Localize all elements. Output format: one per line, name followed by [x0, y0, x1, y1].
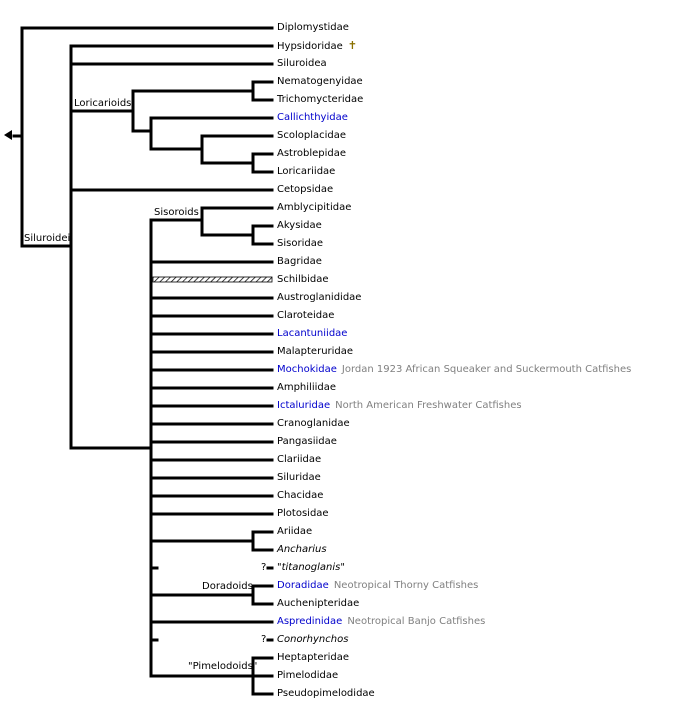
taxon-row: Loricariidae	[277, 165, 335, 179]
taxon-label: Scoloplacidae	[277, 130, 347, 141]
taxon-label: Diplomystidae	[277, 22, 349, 33]
taxon-label: Bagridae	[277, 256, 322, 267]
taxon-label: Malapteruridae	[277, 346, 354, 357]
clade-label-doradoids: Doradoids	[202, 581, 253, 592]
uncertain-placement-mark: ?	[261, 562, 267, 573]
taxon-link[interactable]: Callichthyidae	[277, 112, 348, 123]
taxon-label: Auchenipteridae	[277, 598, 360, 609]
collapse-arrow-icon[interactable]	[4, 130, 12, 140]
taxon-label: Astroblepidae	[277, 148, 347, 159]
taxon-row: Clariidae	[277, 453, 321, 467]
taxon-label: Pimelodidae	[277, 670, 339, 681]
taxon-row: Siluroidea	[277, 57, 327, 71]
taxon-row: Schilbidae	[277, 273, 329, 287]
taxon-row[interactable]: Callichthyidae	[277, 111, 348, 125]
taxon-row: Amblycipitidae	[277, 201, 351, 215]
clade-label-siluroidei: Siluroidei	[24, 233, 71, 244]
taxon-link[interactable]: Lacantuniidae	[277, 328, 348, 339]
taxon-link[interactable]: Ictaluridae	[277, 400, 331, 411]
clade-label-loricarioids: Loricarioids	[74, 98, 132, 109]
taxon-row: Akysidae	[277, 219, 322, 233]
taxon-row: Bagridae	[277, 255, 322, 269]
taxon-row: Ariidae	[277, 525, 312, 539]
taxon-label: Amphiliidae	[277, 382, 337, 393]
taxon-label: Cranoglanidae	[277, 418, 350, 429]
taxon-row: Sisoridae	[277, 237, 323, 251]
taxon-label: Ariidae	[277, 526, 313, 537]
taxon-label: Sisoridae	[277, 238, 323, 249]
taxon-link[interactable]: Doradidae	[277, 580, 329, 591]
taxon-row: Claroteidae	[277, 309, 334, 323]
taxon-row: Scoloplacidae	[277, 129, 346, 143]
taxon-row: Amphiliidae	[277, 381, 336, 395]
taxon-row[interactable]: Lacantuniidae	[277, 327, 347, 341]
taxon-description: North American Freshwater Catfishes	[335, 400, 522, 411]
taxon-label: Pangasiidae	[277, 436, 337, 447]
taxon-label: Siluridae	[277, 472, 321, 483]
taxon-label: Trichomycteridae	[277, 94, 364, 105]
taxon-row: Conorhynchos	[277, 633, 348, 647]
taxon-row[interactable]: Ictaluridae North American Freshwater Cat…	[277, 399, 522, 413]
taxon-row: Cetopsidae	[277, 183, 333, 197]
uncertain-placement-mark: ?	[261, 634, 267, 645]
taxon-description: Neotropical Thorny Catfishes	[333, 580, 479, 591]
taxon-label: Schilbidae	[277, 274, 329, 285]
taxon-row: Pimelodidae	[277, 669, 338, 683]
fossil-icon: ✝	[347, 39, 357, 52]
taxon-label: Hypsidoridae	[277, 41, 343, 52]
clade-label-sisoroids: Sisoroids	[154, 207, 199, 218]
taxon-row[interactable]: Aspredinidae Neotropical Banjo Catfishes	[277, 615, 485, 629]
taxon-row: Heptapteridae	[277, 651, 349, 665]
taxon-label: Clariidae	[277, 454, 322, 465]
taxon-row: Nematogenyidae	[277, 75, 363, 89]
taxon-label: Heptapteridae	[277, 652, 350, 663]
taxon-link[interactable]: Mochokidae	[277, 364, 337, 375]
taxon-label: Chacidae	[277, 490, 324, 501]
taxon-label: Claroteidae	[277, 310, 335, 321]
taxon-row: Chacidae	[277, 489, 323, 503]
taxon-row: Ancharius	[277, 543, 327, 557]
taxon-row[interactable]: Doradidae Neotropical Thorny Catfishes	[277, 579, 478, 593]
taxon-row: Siluridae	[277, 471, 321, 485]
taxon-row: Auchenipteridae	[277, 597, 359, 611]
taxon-description: Jordan 1923 African Squeaker and Suckerm…	[341, 364, 632, 375]
taxon-row: Hypsidoridae ✝	[277, 39, 357, 53]
taxon-row: Cranoglanidae	[277, 417, 350, 431]
taxon-label: Nematogenyidae	[277, 76, 363, 87]
taxon-row: Plotosidae	[277, 507, 329, 521]
taxon-label: Conorhynchos	[277, 634, 349, 645]
taxon-label: Akysidae	[277, 220, 322, 231]
taxon-label: Austroglanididae	[277, 292, 362, 303]
taxon-label: Pseudopimelodidae	[277, 688, 375, 699]
taxon-label: Plotosidae	[277, 508, 329, 519]
taxon-row: Pseudopimelodidae	[277, 687, 375, 701]
clade-label-pimelodoids: "Pimelodoids"	[188, 661, 258, 672]
taxon-row: Malapteruridae	[277, 345, 353, 359]
taxon-label: Siluroidea	[277, 58, 327, 69]
taxon-label: Amblycipitidae	[277, 202, 352, 213]
taxon-row: "titanoglanis"	[277, 561, 345, 575]
taxon-row: Trichomycteridae	[277, 93, 363, 107]
taxon-label: Loricariidae	[277, 166, 336, 177]
taxon-row: Austroglanididae	[277, 291, 361, 305]
taxon-row: Astroblepidae	[277, 147, 346, 161]
taxon-label: Ancharius	[277, 544, 327, 555]
taxon-link[interactable]: Aspredinidae	[277, 616, 343, 627]
taxon-row[interactable]: Mochokidae Jordan 1923 African Squeaker a…	[277, 363, 631, 377]
taxon-label: "titanoglanis"	[277, 562, 345, 573]
taxon-row: Pangasiidae	[277, 435, 337, 449]
taxon-label: Cetopsidae	[277, 184, 334, 195]
branch-schilbidae-hatched	[152, 276, 273, 283]
taxon-row: Diplomystidae	[277, 21, 349, 35]
taxon-description: Neotropical Banjo Catfishes	[347, 616, 486, 627]
